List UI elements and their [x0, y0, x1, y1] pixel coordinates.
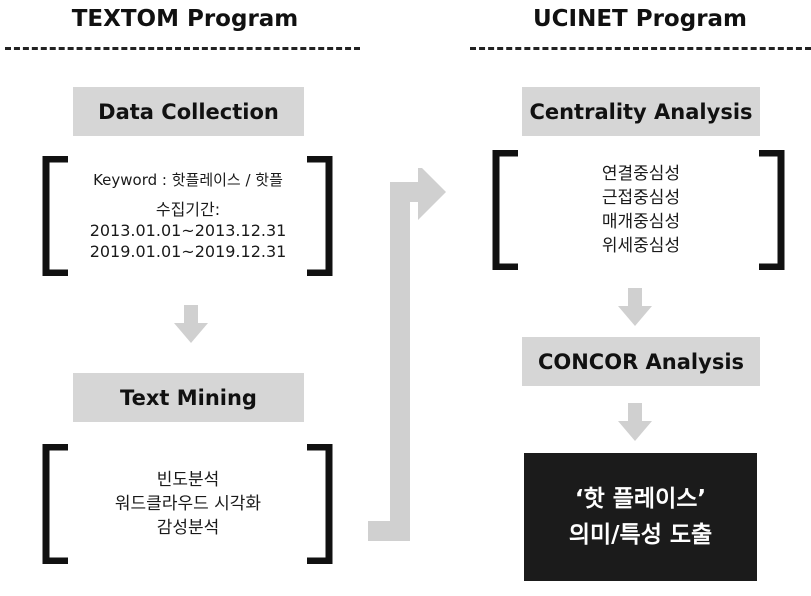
data-collection-title: Data Collection	[98, 99, 279, 124]
concor-analysis-title: CONCOR Analysis	[537, 349, 745, 374]
down-arrow-2	[618, 288, 652, 326]
result-box: ‘핫 플레이스’ 의미/특성 도출	[524, 453, 757, 581]
result-line-2: 의미/특성 도출	[568, 522, 713, 548]
down-arrow-3	[618, 403, 652, 441]
data-collection-box: Data Collection	[73, 87, 304, 136]
ucinet-heading-divider	[470, 47, 811, 50]
period-label: 수집기간:	[155, 200, 221, 219]
text-mining-item: 감성분석	[156, 518, 220, 538]
centrality-analysis-box: Centrality Analysis	[522, 87, 760, 136]
centrality-item: 연결중심성	[601, 164, 681, 184]
concor-analysis-box: CONCOR Analysis	[522, 337, 760, 386]
text-mining-left-bracket	[42, 444, 68, 564]
data-collection-left-bracket	[42, 156, 68, 276]
centrality-right-bracket	[759, 150, 785, 270]
data-collection-details: Keyword : 핫플레이스 / 핫플 수집기간: 2013.01.01~20…	[72, 158, 304, 274]
centrality-left-bracket	[492, 150, 518, 270]
data-collection-right-bracket	[307, 156, 333, 276]
centrality-details: 연결중심성 근접중심성 매개중심성 위세중심성	[522, 155, 760, 265]
down-arrow-1	[174, 305, 208, 343]
flow-connector-arrow	[368, 168, 446, 541]
textom-heading-divider	[5, 47, 360, 50]
text-mining-right-bracket	[307, 444, 333, 564]
period-2013: 2013.01.01~2013.12.31	[89, 221, 287, 240]
ucinet-heading: UCINET Program	[532, 6, 748, 32]
centrality-analysis-title: Centrality Analysis	[529, 99, 753, 124]
text-mining-item: 빈도분석	[156, 470, 220, 490]
period-2019: 2019.01.01~2019.12.31	[89, 242, 287, 261]
text-mining-details: 빈도분석 워드클라우드 시각화 감성분석	[72, 450, 304, 558]
result-line-1: ‘핫 플레이스’	[574, 486, 707, 512]
text-mining-item: 워드클라우드 시각화	[114, 494, 262, 514]
text-mining-title: Text Mining	[120, 385, 257, 410]
text-mining-box: Text Mining	[73, 373, 304, 422]
centrality-item: 근접중심성	[601, 188, 681, 208]
centrality-item: 매개중심성	[601, 212, 681, 232]
keyword-line: Keyword : 핫플레이스 / 핫플	[93, 171, 283, 189]
centrality-item: 위세중심성	[601, 236, 681, 256]
textom-heading: TEXTOM Program	[71, 6, 299, 32]
